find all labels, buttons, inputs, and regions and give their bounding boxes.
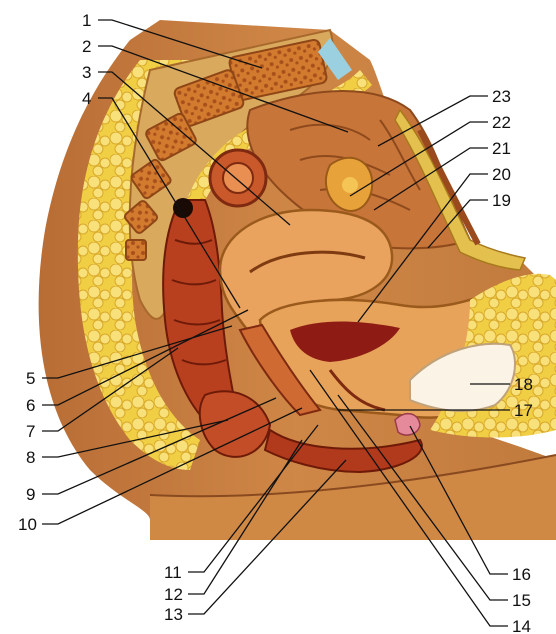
label-10: 10 [18, 515, 37, 534]
label-18: 18 [514, 375, 533, 394]
ovary-follicle [342, 177, 358, 193]
label-9: 9 [26, 485, 35, 504]
label-2: 2 [82, 37, 91, 56]
label-23: 23 [492, 87, 511, 106]
label-22: 22 [492, 113, 511, 132]
label-4: 4 [82, 89, 91, 108]
label-15: 15 [512, 591, 531, 610]
label-20: 20 [492, 165, 511, 184]
label-13: 13 [164, 605, 183, 624]
label-21: 21 [492, 139, 511, 158]
label-14: 14 [512, 617, 531, 634]
label-19: 19 [492, 191, 511, 210]
label-1: 1 [82, 11, 91, 30]
label-7: 7 [26, 422, 35, 441]
label-12: 12 [164, 585, 183, 604]
label-8: 8 [26, 448, 35, 467]
clitoris [395, 414, 420, 435]
label-11: 11 [164, 563, 182, 582]
label-16: 16 [512, 565, 531, 584]
label-5: 5 [26, 369, 35, 388]
label-17: 17 [514, 401, 533, 420]
label-3: 3 [82, 63, 91, 82]
label-6: 6 [26, 396, 35, 415]
